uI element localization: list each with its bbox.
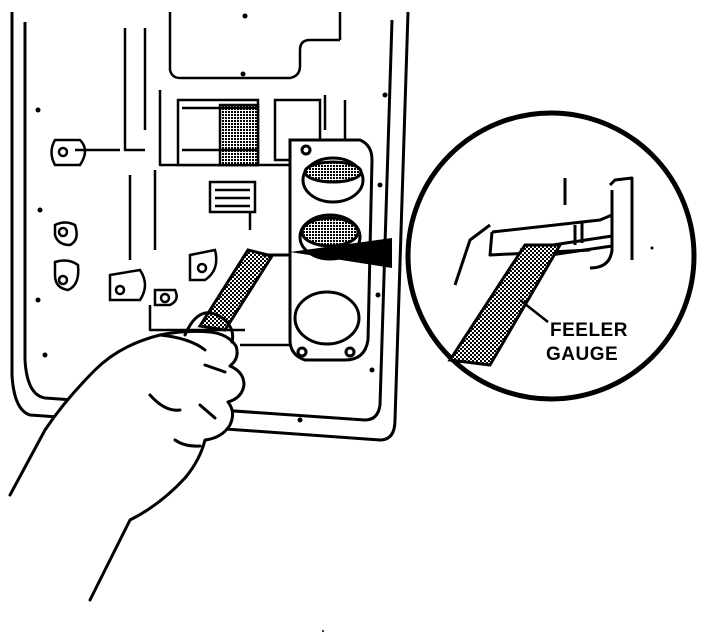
detail-pointer <box>290 238 392 268</box>
detail-circle <box>405 110 697 402</box>
valve-body-channels <box>123 12 347 347</box>
feeler-label: FEELER <box>550 320 628 341</box>
feeler-gauge-closeup <box>447 243 563 367</box>
callout-leader <box>519 299 549 323</box>
hand <box>8 311 246 602</box>
left-brackets <box>50 138 218 307</box>
feeler-gauge-blade <box>197 248 290 332</box>
gauge-label: GAUGE <box>546 344 619 365</box>
bolt-holes <box>35 13 388 423</box>
